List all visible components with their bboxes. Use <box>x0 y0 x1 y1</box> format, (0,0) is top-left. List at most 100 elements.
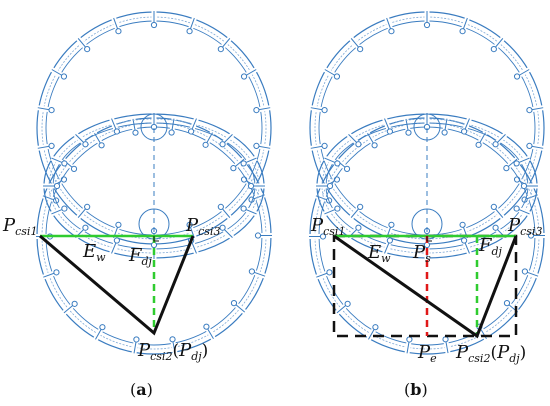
slot-hole <box>461 128 468 135</box>
slot-hole <box>247 182 255 190</box>
slot-hole <box>513 205 520 212</box>
slot-hole <box>334 160 341 167</box>
slot-hole <box>150 241 158 249</box>
slot-hole <box>526 107 533 114</box>
slot-hole <box>503 300 511 307</box>
label-fdj-a: Fdj <box>128 245 153 268</box>
slot-hole <box>219 141 226 148</box>
slot-hole <box>406 336 413 343</box>
slot-hole <box>169 336 176 343</box>
slot-hole <box>441 129 448 136</box>
slot-hole <box>461 237 468 244</box>
slot-hole <box>521 268 528 275</box>
right-angle-mark-a <box>153 236 159 242</box>
slot-hole <box>203 323 210 330</box>
slot-hole <box>343 165 351 172</box>
slot-hole <box>82 224 89 231</box>
slot-hole <box>357 45 364 53</box>
slot-hole <box>186 221 193 228</box>
saw-blade-bottom <box>308 117 546 355</box>
slot-hole <box>61 160 68 167</box>
slot-hole <box>53 182 61 190</box>
slot-hole <box>405 129 412 136</box>
label-ew-b: Ew <box>367 242 391 265</box>
slot-hole <box>371 142 378 149</box>
slot-hole <box>459 221 466 228</box>
slot-hole <box>113 237 120 244</box>
slot-hole <box>326 182 334 190</box>
saw-blades-a <box>35 11 273 355</box>
slot-hole <box>344 300 351 307</box>
slot-hole <box>230 300 238 307</box>
slot-hole <box>513 160 520 167</box>
label-ew-a: Ew <box>82 241 106 264</box>
label-fdj-b: Fdj <box>478 235 503 258</box>
slot-hole <box>357 203 364 211</box>
saw-blade-top <box>309 11 545 245</box>
slot-hole <box>240 73 248 80</box>
slot-hole <box>240 205 247 212</box>
slot-hole <box>526 142 533 149</box>
slot-hole <box>372 324 379 331</box>
slot-hole <box>355 141 362 148</box>
slot-hole <box>230 165 237 172</box>
slot-hole <box>99 324 106 331</box>
slot-hole <box>217 45 224 53</box>
slot-hole <box>61 205 68 212</box>
slot-hole <box>520 182 528 190</box>
slot-hole <box>319 233 327 240</box>
slot-hole <box>326 269 333 276</box>
slot-hole <box>388 28 395 35</box>
slot-hole <box>503 165 510 172</box>
slot-hole <box>98 142 105 149</box>
caption-a: (a) <box>130 380 153 399</box>
slot-hole <box>217 203 224 211</box>
slot-hole <box>53 269 60 276</box>
slot-hole <box>386 128 393 135</box>
slot-hole <box>388 221 395 228</box>
slot-hole <box>423 21 431 29</box>
slot-hole <box>490 45 497 53</box>
slot-hole <box>475 141 482 148</box>
label-pcsi1-a: Pcsi1 <box>2 215 37 238</box>
slot-hole <box>527 232 535 239</box>
slot-hole <box>321 107 328 114</box>
slot-hole <box>113 128 120 135</box>
slot-hole <box>202 141 209 148</box>
label-pe-b: Pe <box>417 342 437 365</box>
slot-hole <box>132 129 139 136</box>
slot-hole <box>48 107 55 114</box>
slot-hole <box>490 203 497 211</box>
slot-hole <box>133 336 140 343</box>
slot-hole <box>71 300 78 307</box>
right-angle-mark-b <box>426 236 432 242</box>
slot-hole <box>248 268 255 275</box>
slot-hole <box>423 241 431 249</box>
black-triangle-a <box>39 234 195 336</box>
label-pcsi3-a: Pcsi3 <box>185 215 220 238</box>
saw-blades-b <box>308 11 546 355</box>
slot-hole <box>60 73 68 80</box>
slot-hole <box>82 141 89 148</box>
label-bottom-b: Pcsi2(Pdj) <box>455 342 526 365</box>
slot-hole <box>355 224 362 231</box>
slot-hole <box>240 160 247 167</box>
label-ps-b: Ps <box>412 242 431 265</box>
label-pcsi3-b: Pcsi3 <box>507 215 542 238</box>
black-triangle-b <box>333 234 518 339</box>
slot-hole <box>219 224 226 231</box>
slot-hole <box>70 165 78 172</box>
slot-hole <box>492 141 499 148</box>
slot-hole <box>492 224 499 231</box>
caption-b: (b) <box>404 380 428 399</box>
panel-a: Pcsi1 Pcsi3 Ew Fdj Pcsi2(Pdj) (a) <box>2 11 273 399</box>
panel-b: Pcsi1 Pcsi3 Ew Ps Fdj Pe Pcsi2(Pdj) (b) <box>308 11 546 399</box>
label-bottom-a: Pcsi2(Pdj) <box>137 340 208 363</box>
slot-hole <box>253 142 260 149</box>
slot-hole <box>254 232 262 239</box>
slot-hole <box>115 221 122 228</box>
slot-hole <box>115 28 122 35</box>
slot-hole <box>513 73 521 80</box>
